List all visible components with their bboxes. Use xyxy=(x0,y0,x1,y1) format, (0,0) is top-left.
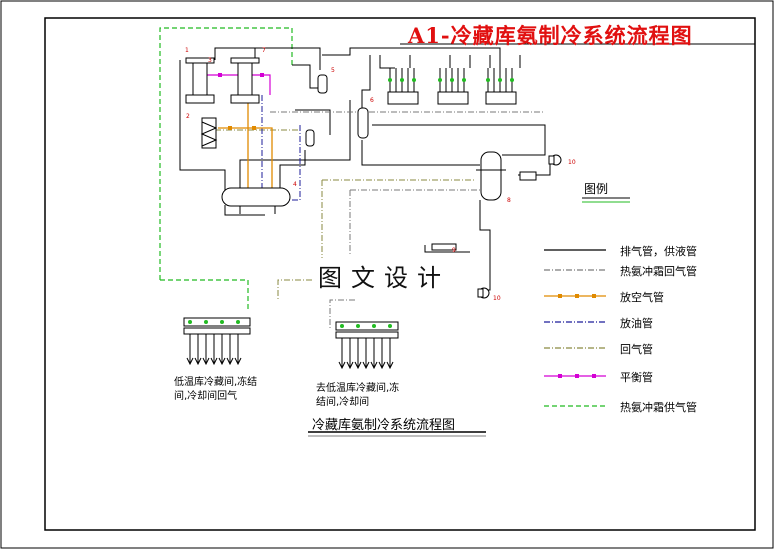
low-pressure-circulation-barrel xyxy=(476,151,506,201)
equipment-label: 4 xyxy=(293,181,297,188)
equipment-label: 10 xyxy=(493,295,501,302)
legend-heading: 图例 xyxy=(584,182,609,196)
ammonia-pump-upper xyxy=(548,154,562,166)
inner-frame xyxy=(44,17,756,531)
watermark-text: 图文设计 xyxy=(314,258,454,293)
air-purge-markers xyxy=(228,126,256,130)
hot-gas-return-pipes xyxy=(270,111,545,330)
equipment-label: 8 xyxy=(507,197,511,204)
intercooler xyxy=(357,107,369,139)
legend-label-hot-gas-return: 热氨冲霜回气管 xyxy=(620,265,697,278)
legend-label-oil-drain: 放油管 xyxy=(620,317,653,330)
equipment-labels: 1 2 3 4 5 6 7 8 9 10 10 xyxy=(185,47,576,302)
caption-left-line-1: 低温库冷藏间,冻结 xyxy=(174,377,258,388)
legend-label-return-gas: 回气管 xyxy=(620,343,653,356)
equipment-label: 10 xyxy=(568,159,576,166)
return-manifold-left xyxy=(183,317,251,366)
manifold-middle-valves xyxy=(340,324,392,328)
manifold-left-valves xyxy=(188,320,240,324)
equipment-label: 6 xyxy=(370,97,374,104)
legend-label-discharge: 排气管，供液管 xyxy=(620,245,697,258)
oil-collector xyxy=(305,129,315,147)
equipment-label: 3 xyxy=(208,57,212,64)
air-purger xyxy=(200,117,218,149)
legend-sample-lines xyxy=(544,249,606,407)
compressor-valves xyxy=(388,78,514,82)
drawing-title: A1-冷藏库氨制冷系统流程图 xyxy=(408,23,693,48)
legend-label-balance: 平衡管 xyxy=(620,371,653,384)
hot-gas-defrost-supply-pipes xyxy=(159,27,293,310)
equipment-label: 7 xyxy=(262,47,266,54)
supply-manifold-middle xyxy=(335,321,399,370)
balance-pipes xyxy=(198,74,271,95)
equipment-label: 2 xyxy=(186,113,190,120)
legend-line-markers xyxy=(558,294,596,378)
caption-middle-line-1: 去低温库冷藏间,冻 xyxy=(316,383,400,394)
caption-left-line-2: 间,冷却间回气 xyxy=(174,391,238,402)
legend-label-hot-gas-supply: 热氨冲霜供气管 xyxy=(620,401,697,414)
compressor-groups xyxy=(387,68,517,105)
high-pressure-receiver xyxy=(221,187,291,214)
air-purge-pipes xyxy=(218,100,273,190)
equipment-label: 1 xyxy=(185,47,189,54)
oil-separator xyxy=(317,74,328,94)
ammonia-pump-lower xyxy=(477,287,490,299)
discharge-liquid-pipes xyxy=(179,47,551,291)
condenser-right xyxy=(230,57,260,104)
legend-label-air-purge: 放空气管 xyxy=(620,291,664,304)
liquid-separator-small xyxy=(519,171,537,181)
condenser-left xyxy=(185,57,215,104)
equipment-label: 5 xyxy=(331,67,335,74)
caption-middle-line-2: 结间,冷却间 xyxy=(316,397,370,408)
drawing-subtitle: 冷藏库氨制冷系统流程图 xyxy=(312,418,456,433)
equipment-label: 9 xyxy=(452,247,456,254)
caption-left: 低温库冷藏间,冻结 间,冷却间回气 xyxy=(174,376,257,404)
caption-middle: 去低温库冷藏间,冻 结间,冷却间 xyxy=(316,382,399,410)
liquid-filter xyxy=(431,243,457,251)
